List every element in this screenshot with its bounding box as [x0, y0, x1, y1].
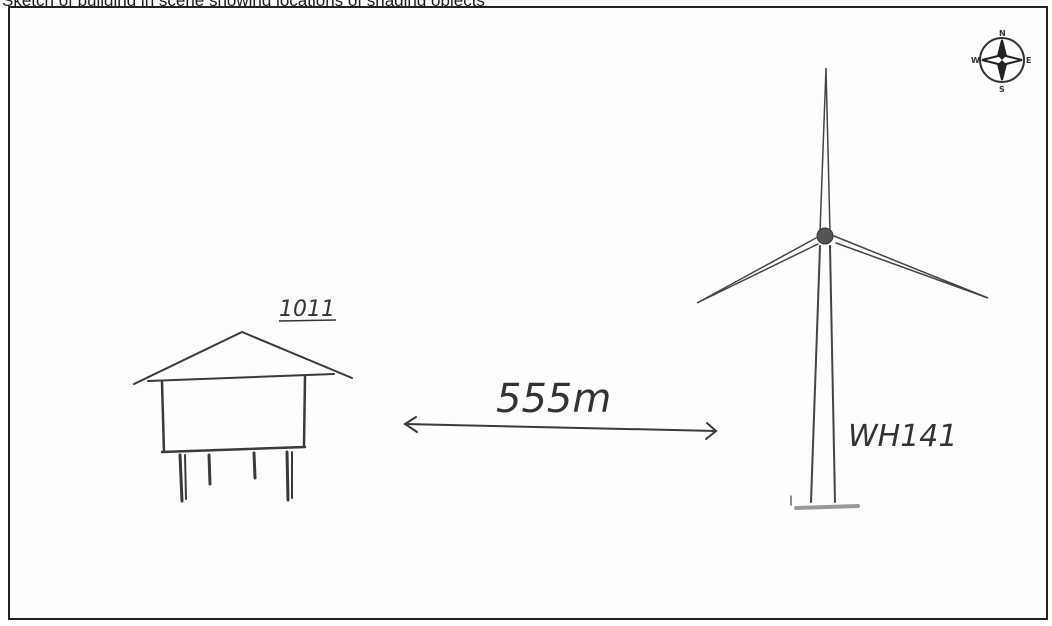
distance-arrow — [403, 416, 718, 440]
compass-north-label: N — [999, 29, 1006, 38]
building-id-label: 1011 — [279, 297, 335, 322]
turbine-id-label: WH141 — [848, 419, 957, 454]
compass-west-label: W — [971, 56, 980, 65]
building-eave — [147, 373, 335, 382]
building-wall-left — [160, 380, 166, 454]
sketch-frame — [8, 6, 1048, 620]
building-id-underline — [278, 319, 337, 322]
compass-east-label: E — [1026, 56, 1031, 65]
building-floor — [160, 445, 307, 454]
compass-ring — [979, 37, 1025, 83]
building-roof — [133, 330, 353, 385]
compass-rose: N S E W — [971, 29, 1031, 94]
figure-caption: Sketch of building in scene showing loca… — [2, 0, 485, 10]
building-leg — [285, 450, 290, 502]
distance-label: 555m — [496, 376, 611, 422]
building-leg — [252, 451, 257, 480]
building-leg — [207, 453, 212, 486]
turbine-blade-right — [833, 235, 989, 299]
building-leg — [184, 454, 187, 500]
wind-turbine-sketch — [696, 67, 989, 510]
building-sketch — [133, 330, 353, 503]
turbine-blade-up — [819, 67, 831, 233]
building-wall-right — [302, 374, 307, 448]
turbine-blade-left — [696, 237, 819, 304]
turbine-tower-left — [810, 245, 821, 503]
turbine-base — [794, 504, 860, 510]
turbine-tower-right — [829, 245, 836, 503]
compass-south-label: S — [999, 85, 1005, 94]
building-leg — [178, 453, 184, 503]
turbine-hub — [816, 227, 834, 245]
